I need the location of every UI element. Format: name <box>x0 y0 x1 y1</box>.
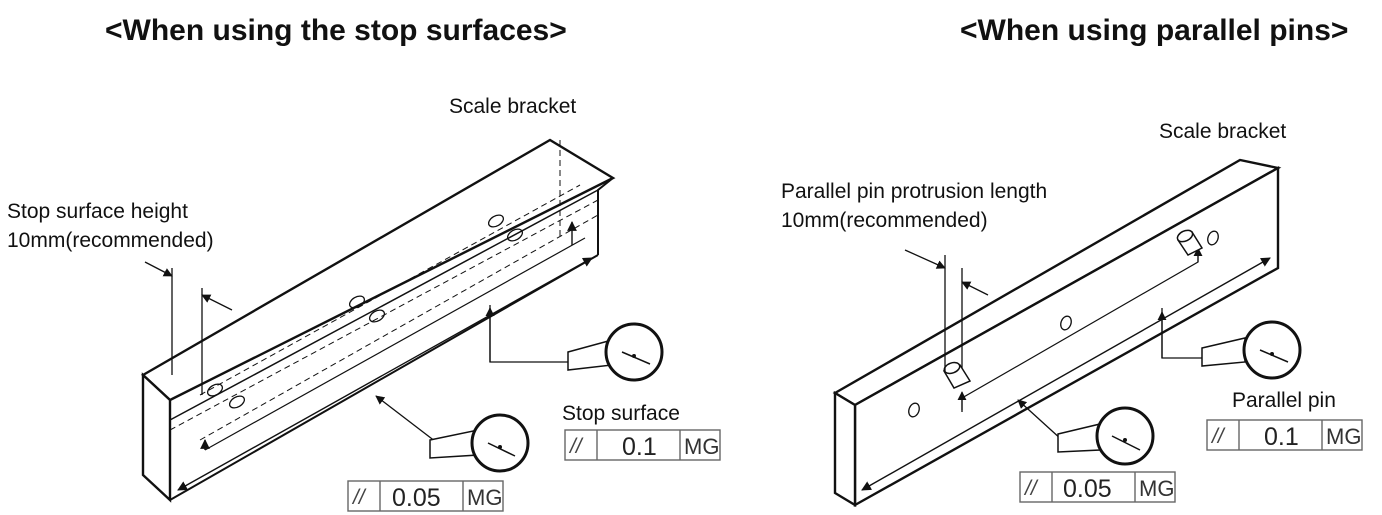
left-height-dimension <box>144 261 233 395</box>
left-scale-bracket <box>140 138 616 503</box>
left-tol-bottom-symbol: // <box>351 486 367 509</box>
left-tol-top-value: 0.1 <box>622 433 657 461</box>
left-tolerance-frame-bottom: // 0.05 MG <box>347 480 504 512</box>
left-stop-surface-label: Stop surface <box>562 402 680 425</box>
right-protrusion-label-line1: Parallel pin protrusion length <box>781 180 1047 203</box>
right-tol-top-symbol: // <box>1210 425 1226 448</box>
right-tol-bottom-value: 0.05 <box>1063 475 1112 503</box>
right-bracket-label: Scale bracket <box>1159 120 1286 143</box>
left-height-label-line2: 10mm(recommended) <box>7 229 214 252</box>
right-tol-top-value: 0.1 <box>1264 423 1299 451</box>
right-parallel-pin-right <box>1176 229 1204 256</box>
left-dial-indicator-top <box>485 305 664 382</box>
right-tol-top-datum: MG <box>1326 424 1361 449</box>
right-title: <When using parallel pins> <box>960 14 1348 47</box>
right-dial-indicator-top <box>1157 308 1302 380</box>
left-tol-bottom-datum: MG <box>467 485 502 510</box>
left-tol-bottom-value: 0.05 <box>392 484 441 512</box>
right-tolerance-frame-bottom: // 0.05 MG <box>1019 471 1176 503</box>
left-dial-indicator-bottom <box>375 395 530 473</box>
right-tolerance-frame-top: // 0.1 MG <box>1206 419 1363 451</box>
left-tolerance-frame-top: // 0.1 MG <box>564 429 721 461</box>
left-tol-top-symbol: // <box>568 435 584 458</box>
right-pin-label: Parallel pin <box>1232 389 1336 412</box>
right-dial-indicator-bottom <box>1017 399 1155 466</box>
right-tol-bottom-datum: MG <box>1139 476 1174 501</box>
right-protrusion-dimension <box>904 249 989 372</box>
right-parallel-pin-left <box>942 361 972 389</box>
right-panel: <When using parallel pins> Scale bracket… <box>781 14 1363 508</box>
left-panel: <When using the stop surfaces> Scale bra… <box>7 14 721 512</box>
left-tol-top-datum: MG <box>684 434 719 459</box>
left-bracket-label: Scale bracket <box>449 95 576 118</box>
left-title: <When using the stop surfaces> <box>105 14 567 47</box>
right-tol-bottom-symbol: // <box>1023 477 1039 500</box>
left-height-label-line1: Stop surface height <box>7 200 188 223</box>
right-scale-bracket <box>832 158 1282 508</box>
right-protrusion-label-line2: 10mm(recommended) <box>781 209 988 232</box>
